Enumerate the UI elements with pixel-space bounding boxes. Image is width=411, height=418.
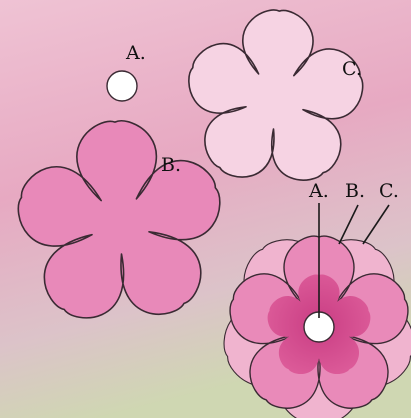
label-assembled-a: A. — [309, 182, 329, 201]
circle-a-shape — [107, 71, 137, 101]
label-assembled-c: C. — [379, 182, 399, 201]
label-assembled-b: B. — [345, 182, 365, 201]
label-flower-c: C. — [342, 60, 362, 79]
label-circle-a: A. — [126, 44, 146, 63]
label-flower-b: B. — [161, 156, 181, 175]
